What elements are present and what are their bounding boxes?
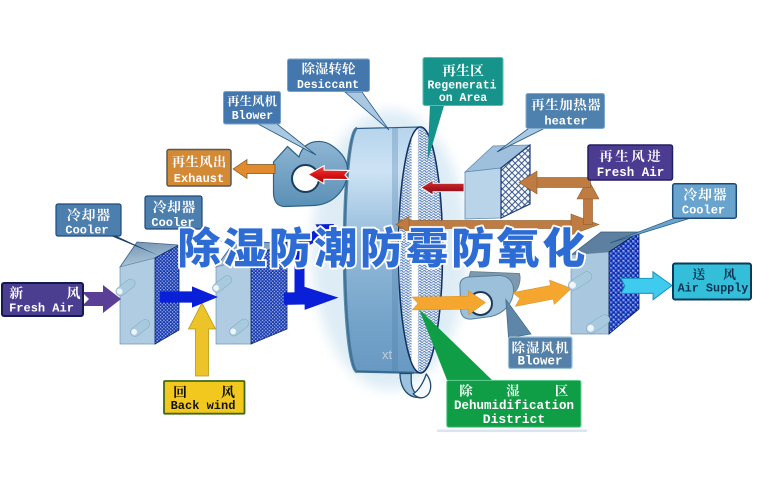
svg-text:Cooler: Cooler [682,204,725,218]
svg-text:Blower: Blower [232,110,274,123]
svg-text:Back wind: Back wind [171,399,236,413]
svg-text:Cooler: Cooler [65,224,108,238]
svg-text:Regenerati: Regenerati [427,80,496,93]
svg-text:Desiccant: Desiccant [297,79,359,92]
svg-text:xt: xt [382,347,393,362]
svg-text:Fresh Air: Fresh Air [597,166,665,180]
svg-text:heater: heater [544,115,587,129]
svg-text:Cooler: Cooler [151,216,194,230]
svg-text:Exhaust: Exhaust [174,172,224,186]
svg-text:District: District [483,412,545,427]
svg-text:Dehumidification: Dehumidification [454,399,574,413]
svg-text:Air Supply: Air Supply [678,282,749,296]
svg-text:on Area: on Area [439,92,487,105]
svg-text:Fresh Air: Fresh Air [9,302,74,316]
svg-text:Blower: Blower [517,355,562,369]
